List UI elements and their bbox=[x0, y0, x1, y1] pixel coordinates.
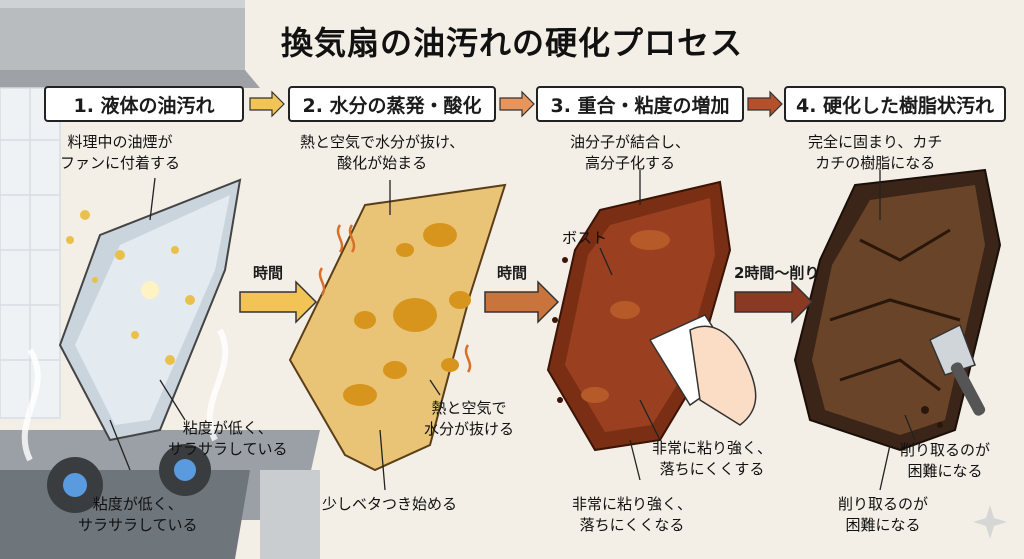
stage3-bottom-note-line1: 非常に粘り強く、 bbox=[572, 495, 693, 513]
stage4-bottom-note-line1: 削り取るのが bbox=[838, 495, 929, 513]
stage3-bottom-note: 非常に粘り強く、 落ちにくくなる bbox=[572, 494, 692, 536]
stage1-mid-note: 粘度が低く、 サラサラしている bbox=[168, 418, 288, 460]
stage3-mid-note-line2: 落ちにくくする bbox=[659, 460, 765, 478]
transition-label-1: 時間 bbox=[253, 264, 284, 282]
stage4-top-note: 完全に固まり、カチ カチの樹脂になる bbox=[808, 132, 942, 174]
stage2-mid-note: 熱と空気で 水分が抜ける bbox=[424, 398, 514, 440]
step-arrow-2 bbox=[499, 90, 535, 118]
transition-arrow-3 bbox=[734, 280, 814, 324]
gas-stove bbox=[0, 430, 320, 559]
step-1-label: 1. 液体の油汚れ bbox=[44, 86, 244, 122]
step-2-label: 2. 水分の蒸発・酸化 bbox=[288, 86, 496, 122]
stage1-top-note-line1: 料理中の油煙が bbox=[67, 133, 173, 151]
step-4-label: 4. 硬化した樹脂状汚れ bbox=[784, 86, 1006, 122]
scraper bbox=[929, 323, 986, 416]
sparkle-icon bbox=[973, 505, 1007, 539]
stage3-bottom-note-line2: 落ちにくくなる bbox=[579, 516, 685, 534]
transition-label-2: 時間 bbox=[497, 264, 528, 282]
stage1-panel bbox=[58, 178, 242, 442]
stage3-mid-note-line1: 非常に粘り強く、 bbox=[652, 439, 773, 457]
stage4-top-note-line2: カチの樹脂になる bbox=[815, 154, 936, 172]
steam bbox=[21, 328, 229, 462]
transition-arrow-2 bbox=[484, 280, 560, 324]
stage2-bottom-note: 少しベタつき始める bbox=[322, 495, 458, 513]
transition-label-3: 2時間〜削り bbox=[734, 264, 820, 282]
stage2-mid-note-line1: 熱と空気で bbox=[431, 399, 507, 417]
stage1-mid-note-line1: 粘度が低く、 bbox=[182, 419, 273, 437]
step-3-label: 3. 重合・粘度の増加 bbox=[536, 86, 744, 122]
stage4-mid-note-line2: 困難になる bbox=[907, 462, 983, 480]
wiping-hand bbox=[648, 314, 757, 426]
stage4-mid-note: 削り取るのが 困難になる bbox=[900, 440, 990, 482]
stage4-bottom-note-line2: 困難になる bbox=[845, 516, 921, 534]
stage2-heat bbox=[318, 224, 472, 373]
stage3-top-note-line1: 油分子が結合し、 bbox=[570, 133, 691, 151]
page-title: 換気扇の油汚れの硬化プロセス bbox=[280, 24, 743, 62]
stage1-mid-note-line2: サラサラしている bbox=[168, 440, 288, 458]
stage4-block bbox=[793, 168, 1002, 452]
leader-lines bbox=[109, 170, 916, 491]
stage3-callout: ボスト bbox=[562, 229, 608, 247]
stage3-top-note: 油分子が結合し、 高分子化する bbox=[570, 132, 690, 174]
stage2-top-note-line2: 酸化が始まる bbox=[337, 154, 428, 172]
range-hood bbox=[0, 0, 260, 88]
step-arrow-1 bbox=[249, 90, 285, 118]
stage2-top-note: 熱と空気で水分が抜け、 酸化が始まる bbox=[300, 132, 464, 174]
step-arrow-3 bbox=[747, 90, 783, 118]
stage2-top-note-line1: 熱と空気で水分が抜け、 bbox=[300, 133, 465, 151]
stage1-bottom-note-line1: 粘度が低く、 bbox=[92, 495, 183, 513]
transition-arrow-1 bbox=[239, 280, 318, 324]
stage3-mid-note: 非常に粘り強く、 落ちにくくする bbox=[652, 438, 772, 480]
stage1-top-note: 料理中の油煙が ファンに付着する bbox=[60, 132, 180, 174]
stage2-slab bbox=[288, 183, 507, 472]
stage2-mid-note-line2: 水分が抜ける bbox=[424, 420, 515, 438]
tile-wall bbox=[0, 87, 61, 419]
stage3-top-note-line2: 高分子化する bbox=[585, 154, 676, 172]
stage4-mid-note-line1: 削り取るのが bbox=[900, 441, 991, 459]
stage4-bottom-note: 削り取るのが 困難になる bbox=[838, 494, 928, 536]
stage1-bottom-note-line2: サラサラしている bbox=[78, 516, 198, 534]
stage1-top-note-line2: ファンに付着する bbox=[60, 154, 181, 172]
stage1-bottom-note: 粘度が低く、 サラサラしている bbox=[78, 494, 198, 536]
stage4-top-note-line1: 完全に固まり、カチ bbox=[808, 133, 943, 151]
